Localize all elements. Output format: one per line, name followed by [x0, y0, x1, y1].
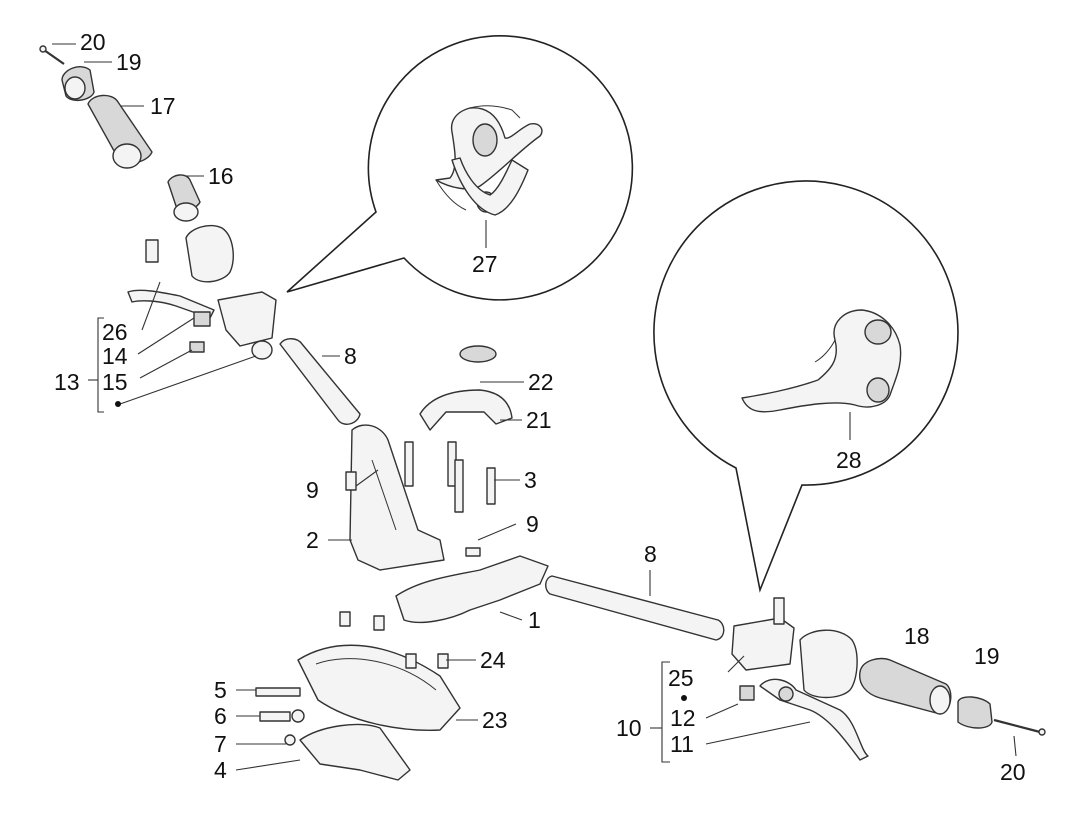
label-19-right: 19: [974, 643, 1000, 669]
label-20-left: 20: [80, 29, 106, 55]
part-18-grip-right: [859, 657, 952, 715]
bracket-13: [88, 317, 121, 413]
part-28-lever-guard: [741, 309, 902, 413]
part-right-switch-housing: [799, 629, 858, 699]
label-27: 27: [472, 251, 498, 277]
label-16: 16: [208, 163, 234, 189]
part-10-right-master-cylinder: [731, 597, 869, 761]
label-26: 26: [102, 319, 128, 345]
part-17-grip-left: [87, 94, 153, 169]
leader-lines: [52, 43, 1017, 771]
label-2: 2: [306, 527, 319, 553]
label-15: 15: [102, 369, 128, 395]
label-9-right: 9: [526, 511, 539, 537]
part-20-screw-right: [993, 718, 1046, 736]
part-23-lower-base: [297, 644, 461, 731]
label-22: 22: [528, 369, 554, 395]
label-18: 18: [904, 623, 930, 649]
part-19-bar-end-left: [61, 66, 95, 102]
part-1-clamp: [395, 555, 549, 624]
part-19-bar-end-right: [957, 696, 993, 729]
label-25: 25: [668, 665, 694, 691]
part-8-handlebar-right: [545, 575, 725, 641]
label-7: 7: [214, 731, 227, 757]
label-14: 14: [102, 343, 128, 369]
part-8-handlebar-left: [279, 338, 361, 425]
callout-28: 28: [653, 180, 959, 593]
label-3: 3: [524, 467, 537, 493]
label-19-left: 19: [116, 49, 142, 75]
part-labels: 20 19 17 16 26 14 13 15 8 22 21 3 9 9 2 …: [54, 29, 1026, 785]
label-9-left: 9: [306, 477, 319, 503]
label-5: 5: [214, 677, 227, 703]
part-27-lever-guard: [435, 105, 543, 216]
callout-27: 27: [286, 35, 634, 301]
bolts: [255, 441, 496, 746]
label-24: 24: [480, 647, 506, 673]
label-11: 11: [670, 731, 694, 757]
part-16-throttle-tube: [167, 174, 201, 222]
part-13-left-switch-assembly: [127, 224, 277, 360]
label-1: 1: [528, 607, 541, 633]
label-23: 23: [482, 707, 508, 733]
label-10: 10: [616, 715, 642, 741]
part-20-screw-left: [39, 45, 65, 65]
label-4: 4: [214, 757, 227, 783]
label-12: 12: [670, 705, 696, 731]
label-8-left: 8: [344, 343, 357, 369]
label-20-right: 20: [1000, 759, 1026, 785]
label-6: 6: [214, 703, 227, 729]
label-8-right: 8: [644, 541, 657, 567]
part-2-riser-bracket: [349, 424, 445, 571]
part-21-top-cover: [419, 345, 513, 431]
label-21: 21: [526, 407, 552, 433]
bracket-10: [650, 661, 687, 763]
label-28: 28: [836, 447, 862, 473]
label-13: 13: [54, 369, 80, 395]
part-4-lower-clamp: [299, 723, 411, 781]
label-17: 17: [150, 93, 176, 119]
